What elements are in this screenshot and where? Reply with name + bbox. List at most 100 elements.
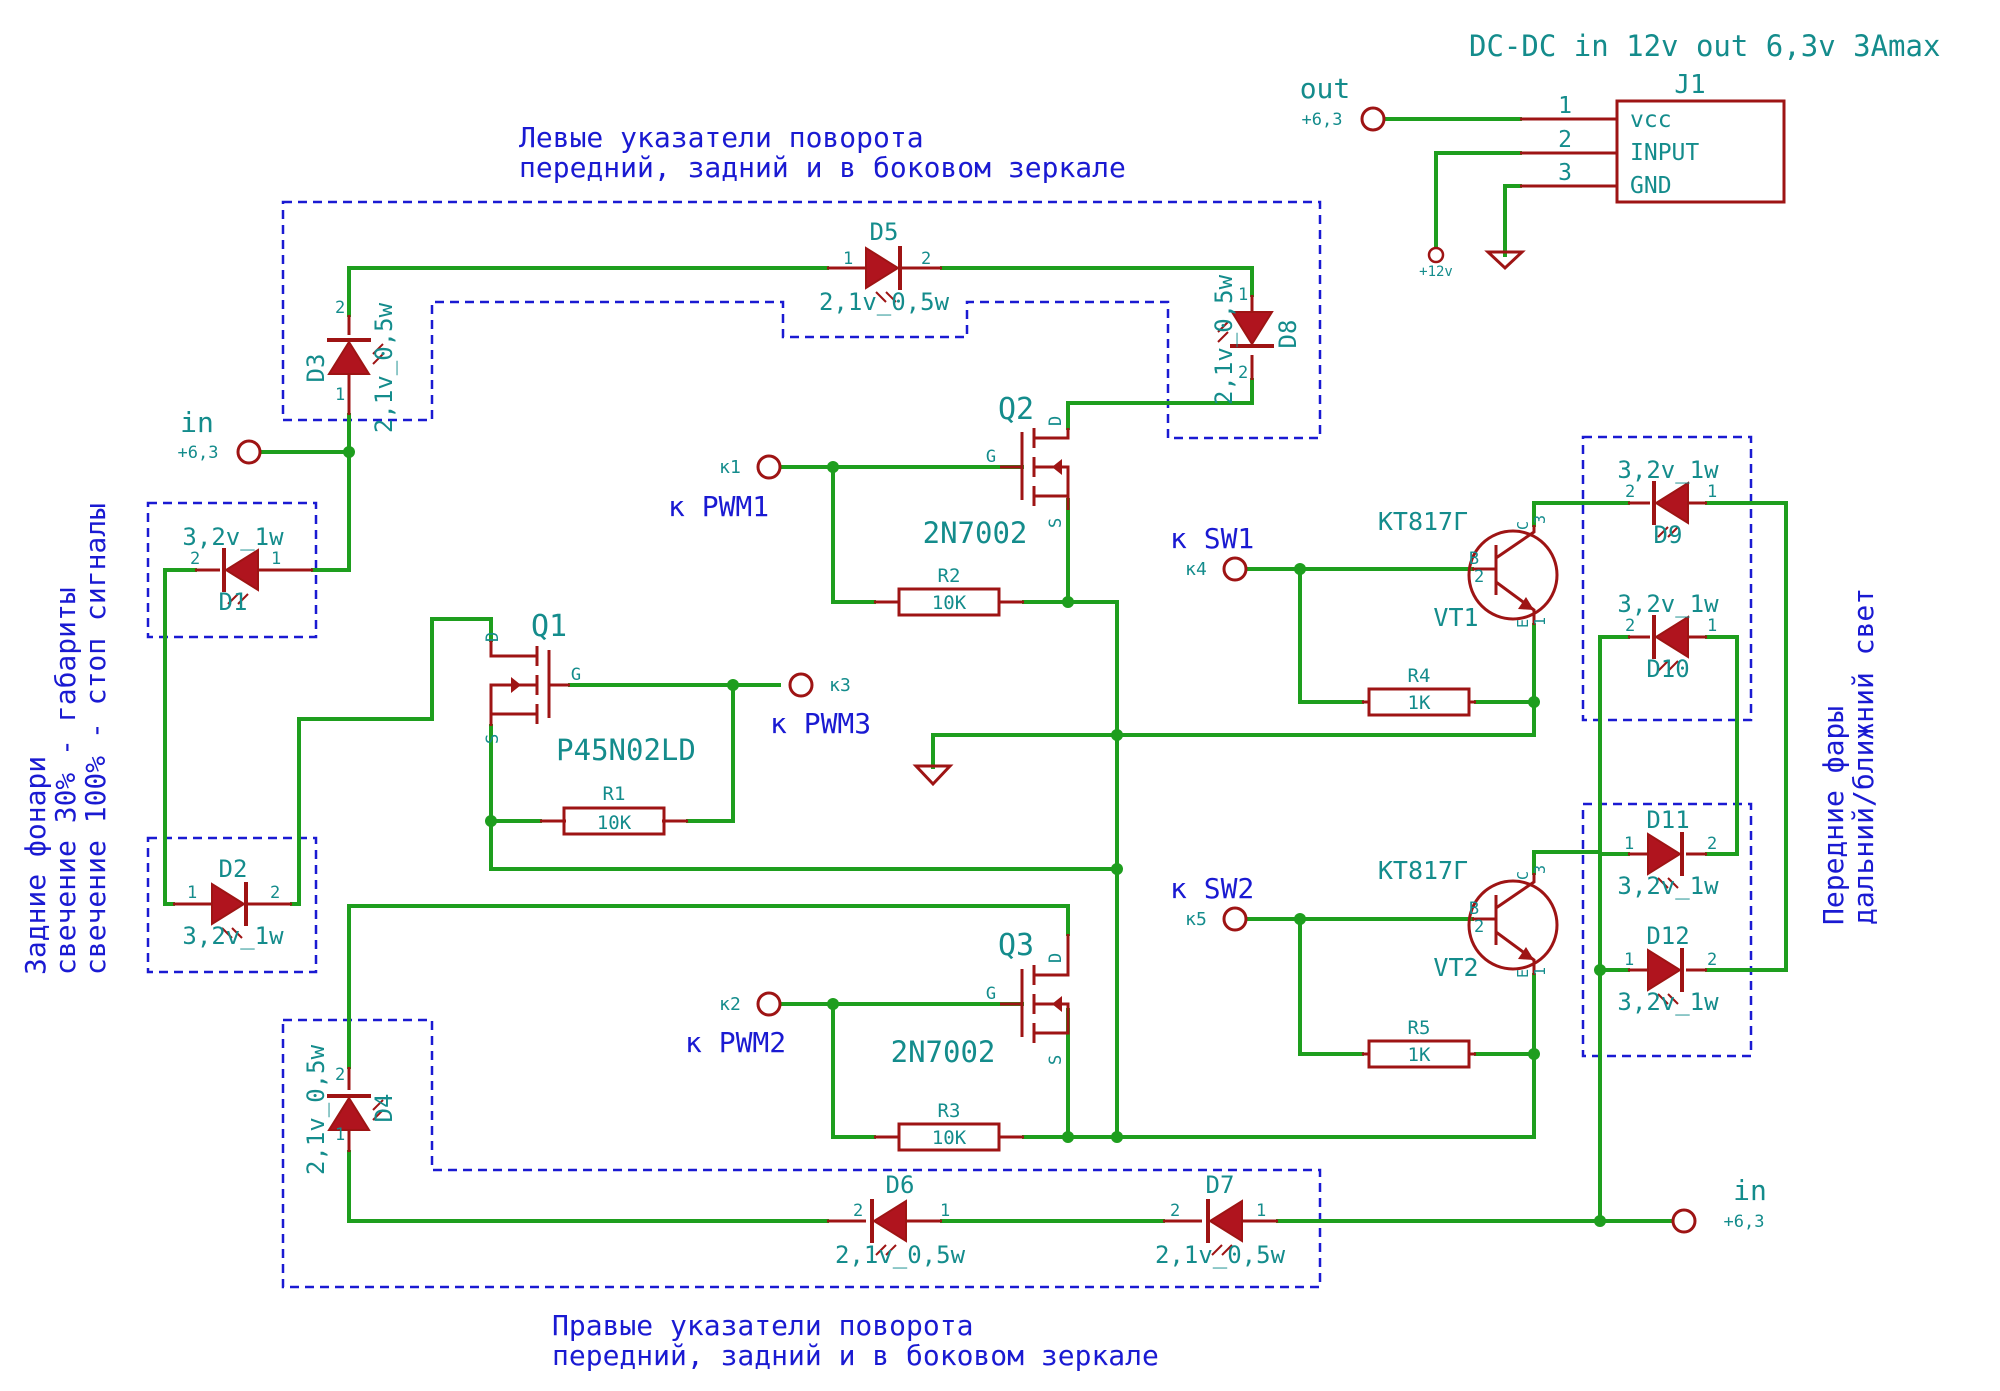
j1-dcdc-module: J1 vcc INPUT GND 1 2 3 out +6,3 +12v [1300, 70, 1786, 280]
d8-value: 2,1v_0,5w [1210, 274, 1238, 405]
d7-ref: D7 [1206, 1171, 1235, 1199]
rear-light-note-line3: свечение 100% - стоп сигналы [79, 503, 112, 975]
led-d5: D5 2,1v_0,5w [819, 218, 950, 316]
in-top-label: in [180, 406, 214, 439]
d10-value: 3,2v_1w [1617, 590, 1719, 618]
resistor-r4: R4 1K [1362, 665, 1476, 717]
resistor-r3: R3 10K [874, 1100, 1024, 1152]
q1-ref: Q1 [531, 609, 567, 644]
right-turn-group-box [281, 1018, 1322, 1289]
d5-value: 2,1v_0,5w [819, 288, 950, 316]
out-port-connector [1360, 106, 1386, 132]
d1-ref: D1 [219, 588, 248, 616]
j1-ref: J1 [1674, 70, 1705, 100]
headlight-note-line2: дальний/ближний свет [1847, 588, 1880, 925]
q1-pin-d: D [483, 632, 503, 642]
led-d6: D6 2,1v_0,5w [827, 1171, 966, 1269]
d12-pin-2: 2 [1707, 950, 1717, 970]
ports: in +6,3 in +6,3 к1 к PWM1 к2 к PWM2 к3 к… [178, 406, 1767, 1234]
k4-connector [1222, 556, 1248, 582]
in-bottom-connector [1671, 1208, 1697, 1234]
k1-connector [756, 454, 782, 480]
vt1-value: KT817Г [1378, 507, 1468, 536]
k4-id: к4 [1185, 559, 1207, 580]
d12-ref: D12 [1646, 922, 1689, 950]
in-bottom-label: in [1733, 1174, 1767, 1207]
k5-id: к5 [1185, 909, 1207, 930]
q3-pin-d: D [1046, 953, 1066, 963]
led-d1: 3,2v_1w D1 [182, 523, 313, 616]
dcdc-ground-symbol [1484, 250, 1526, 271]
d1-pin-1: 1 [271, 549, 281, 569]
vt1-pin-3: 3 [1531, 515, 1549, 524]
d12-value: 3,2v_1w [1617, 988, 1719, 1016]
k2-id: к2 [719, 994, 741, 1015]
right-turn-note-line1: Правые указатели поворота [552, 1309, 973, 1342]
vt2-ref: VT2 [1433, 953, 1478, 982]
headlight-note-line1: Передние фары [1817, 706, 1850, 925]
vt2-pin-b: B [1469, 899, 1479, 919]
q3-pin-g: G [986, 984, 996, 1004]
d3-pin-2: 2 [335, 298, 345, 318]
d3-value: 2,1v_0,5w [370, 302, 398, 433]
vt2-pin-3: 3 [1531, 865, 1549, 874]
led-d12: D12 3,2v_1w [1617, 922, 1719, 1016]
resistor-r5: R5 1K [1362, 1017, 1476, 1069]
junctions [343, 446, 1606, 1227]
d6-pin-1: 1 [940, 1201, 950, 1221]
j1-pin-number-1: 1 [1558, 93, 1572, 119]
d7-pin-1: 1 [1256, 1201, 1266, 1221]
d4-pin-1: 1 [335, 1125, 345, 1145]
rear-light-bottom-box [146, 836, 318, 974]
d9-pin-1: 1 [1707, 482, 1717, 502]
d10-pin-1: 1 [1707, 616, 1717, 636]
d10-pin-2: 2 [1625, 616, 1635, 636]
q1-pin-s: S [483, 734, 503, 744]
j1-pin-number-3: 3 [1558, 160, 1572, 186]
j1-pin-input: INPUT [1630, 140, 1699, 166]
r3-value: 10K [932, 1127, 967, 1149]
q3-ref: Q3 [998, 928, 1034, 963]
pin-numbers: 1 2 2 1 2 1 2 1 1 2 2 1 2 1 1 2 2 1 2 1 … [187, 249, 1717, 1221]
k5-connector [1222, 906, 1248, 932]
wires [163, 117, 1788, 1223]
k2-pwm2-label: к PWM2 [685, 1026, 786, 1059]
q2-ref: Q2 [998, 392, 1034, 427]
k4-sw1-label: к SW1 [1170, 522, 1254, 555]
transistor-vt2: KT817Г VT2 B C E [1378, 856, 1559, 982]
right-turn-note-line2: передний, задний и в боковом зеркале [552, 1339, 1159, 1372]
r5-ref: R5 [1408, 1017, 1431, 1039]
vt2-pin-1: 1 [1531, 967, 1549, 976]
vt2-pin-c: C [1514, 871, 1532, 880]
in-top-value: +6,3 [178, 443, 219, 463]
q1-pin-g: G [571, 665, 581, 685]
k1-pwm1-label: к PWM1 [668, 490, 769, 523]
vt1-pin-e: E [1514, 619, 1532, 628]
d7-pin-2: 2 [1170, 1201, 1180, 1221]
d11-ref: D11 [1646, 806, 1689, 834]
q2-pin-s: S [1046, 518, 1066, 528]
d5-pin-2: 2 [921, 249, 931, 269]
rear-light-note-line1: Задние фонари [19, 756, 52, 975]
r5-value: 1K [1408, 1044, 1431, 1066]
j1-pin-number-2: 2 [1558, 127, 1572, 153]
headlight-top-box [1581, 435, 1753, 722]
d9-value: 3,2v_1w [1617, 456, 1719, 484]
r4-ref: R4 [1408, 665, 1431, 687]
transistor-q1: Q1 P45N02LD G D S [483, 609, 696, 767]
vt1-pin-2: 2 [1474, 567, 1484, 587]
rear-light-note-line2: свечение 30% - габариты [49, 587, 82, 975]
vt1-pin-c: C [1514, 521, 1532, 530]
r4-value: 1K [1408, 692, 1431, 714]
vt2-value: KT817Г [1378, 856, 1468, 885]
k1-id: к1 [719, 457, 741, 478]
r1-value: 10K [597, 812, 632, 834]
out-port-label: out [1300, 72, 1351, 105]
dcdc-note: DC-DC in 12v out 6,3v 3Amax [1469, 29, 1940, 63]
j1-pin-vcc: vcc [1630, 107, 1672, 133]
ground-symbol [912, 764, 954, 787]
d1-value: 3,2v_1w [182, 523, 284, 551]
resistor-r1: R1 10K [540, 783, 688, 836]
resistors: R1 10K R2 10K R3 10K R4 1K R [540, 565, 1476, 1152]
